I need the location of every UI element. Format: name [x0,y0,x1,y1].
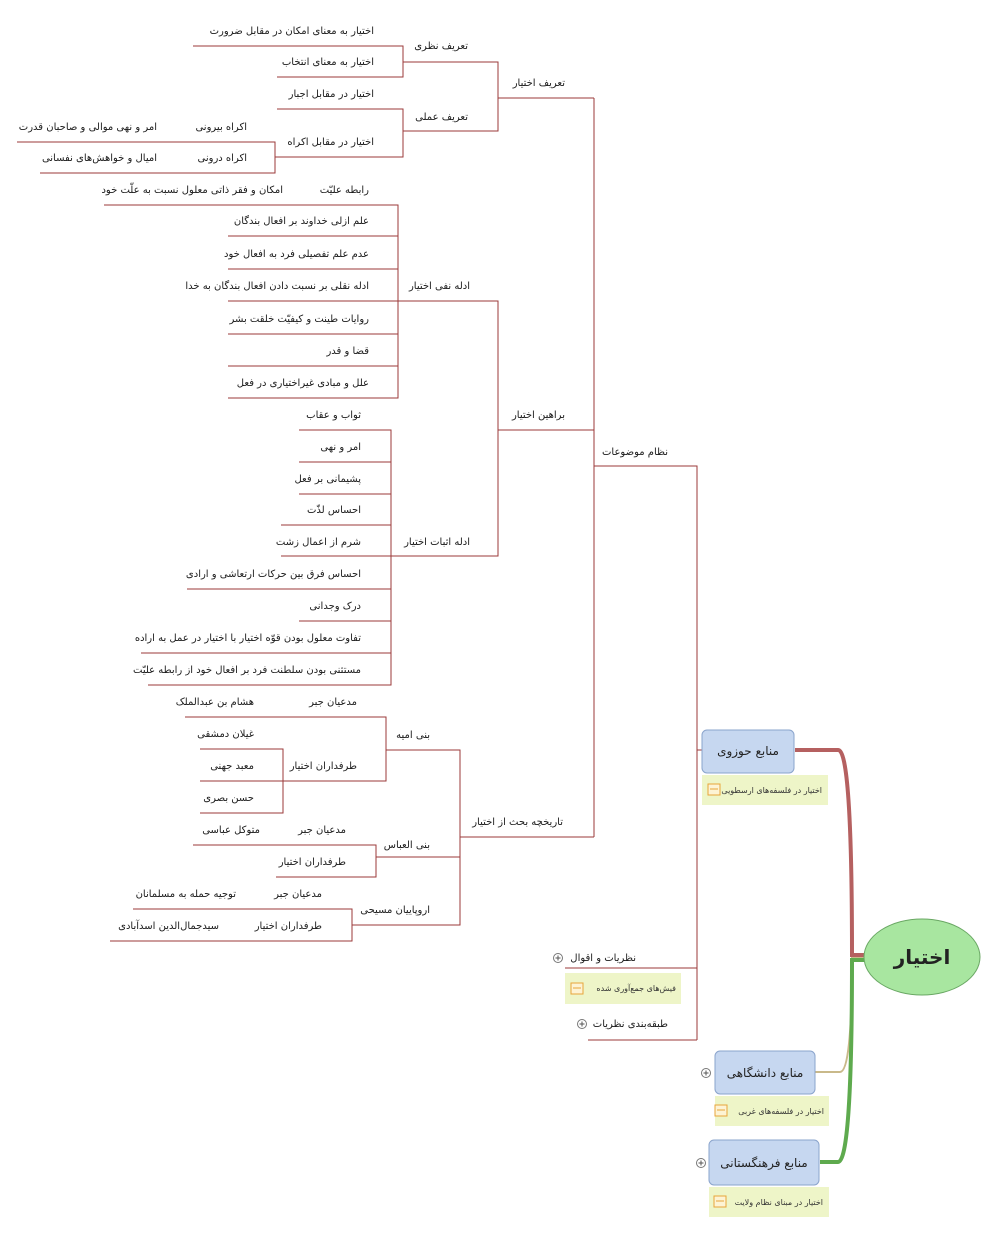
topic-abbas-jabr[interactable]: مدعیان جبر [297,825,346,836]
note-hozavi-label: اختیار در فلسفه‌های ارسطویی [721,786,822,795]
topic-ekrah-birooni[interactable]: اکراه بیرونی [195,122,247,133]
hozavi-to-branches [696,749,702,1040]
main-topic-daneshgahi[interactable]: منابع دانشگاهی [714,1050,816,1095]
root-topic[interactable]: اختیار [863,918,981,996]
leaf-esbat-4[interactable]: احساس لذّت [307,504,361,516]
leaf-nafy-5[interactable]: قضا و قدر [325,346,369,357]
leaf-nafy-3[interactable]: ادله نقلی بر نسبت دادن افعال بندگان به خ… [185,280,369,292]
topic-omayye-jabr[interactable]: مدعیان جبر [308,697,357,708]
topic-adelle-esbat[interactable]: ادله اثبات اختیار [403,537,470,548]
main-topic-hozavi[interactable]: منابع حوزوی [701,729,795,774]
note-daneshgahi-label: اختیار در فلسفه‌های غربی [738,1107,824,1116]
topic-bani-omayye[interactable]: بنی امیه [396,730,430,741]
topic-oroopa-jabr[interactable]: مدعیان جبر [273,889,322,900]
leaf-ejbar[interactable]: اختیار در مقابل اجبار [288,89,374,100]
leaf-esbat-9[interactable]: مستثنی بودن سلطنت فرد بر افعال خود از را… [133,665,361,676]
expand-tabaghe-button[interactable] [577,1019,587,1029]
topic-rabete-elliyat[interactable]: رابطه علیّت [320,185,369,196]
leaf-motavakkel[interactable]: متوکل عباسی [202,825,260,836]
leaf-esbat-7[interactable]: درک وجدانی [309,601,361,612]
expand-daneshgahi-button[interactable] [701,1068,711,1078]
topic-oroopa-ekhtiar[interactable]: طرفداران اختیار [254,921,322,932]
leaf-ekrah-birooni[interactable]: امر و نهی موالی و صاحبان قدرت [19,122,157,133]
leaf-seyyed-jamal[interactable]: سیدجمال‌الدین اسدآبادی [118,919,219,932]
main-topic-hozavi-label: منابع حوزوی [717,744,779,759]
main-topic-farhangestani-label: منابع فرهنگستانی [720,1156,808,1171]
expand-nazariyat-button[interactable] [553,953,563,963]
root-branch-green [820,958,864,1164]
nezam-trunk [593,98,600,837]
topic-bani-abbas[interactable]: بنی العباس [384,840,430,851]
leaf-nafy-1[interactable]: علم ازلی خداوند بر افعال بندگان [234,215,369,227]
leaf-esbat-8[interactable]: تفاوت معلول بودن قوّه اختیار با اختیار د… [135,633,361,644]
leaf-hesham[interactable]: هشام بن عبدالملک [176,697,254,708]
note-icon [707,783,721,796]
topic-ekrah[interactable]: اختیار در مقابل اکراه [287,137,374,148]
branch-nezam-mozooat[interactable]: نظام موضوعات [602,447,668,458]
leaf-nafy-6[interactable]: علل و مبادی غیراختیاری در فعل [237,378,369,389]
note-icon [570,982,584,995]
branch-nazariyat[interactable]: نظریات و اقوال [570,953,636,964]
leaf-hasan[interactable]: حسن بصری [203,793,254,804]
note-hozavi[interactable]: اختیار در فلسفه‌های ارسطویی [702,775,828,805]
topic-adelle-nafy[interactable]: ادله نفی اختیار [408,281,470,292]
topic-abbas-ekhtiar[interactable]: طرفداران اختیار [278,857,346,868]
leaf-mabad[interactable]: معبد جهنی [210,761,254,772]
leaf-nafy-2[interactable]: عدم علم تفصیلی فرد به افعال خود [224,249,369,260]
root-branch-daneshgahi [815,957,864,1073]
main-topic-farhangestani[interactable]: منابع فرهنگستانی [708,1139,820,1186]
root-branch-red [795,748,864,957]
topic-ekrah-darooni[interactable]: اکراه درونی [198,153,247,164]
nafy-trunk [104,204,399,399]
leaf-tarif-nazari-1[interactable]: اختیار به معنای امکان در مقابل ضرورت [210,26,374,37]
note-fishha-label: فیش‌های جمع‌آوری شده [596,983,676,993]
note-icon [714,1104,728,1117]
branch-tabaghe-bandi[interactable]: طبقه‌بندی نظریات [593,1019,668,1030]
leaf-tarif-nazari-2[interactable]: اختیار به معنای انتخاب [282,57,374,68]
leaf-esbat-2[interactable]: امر و نهی [320,442,361,453]
leaf-ghilan[interactable]: غیلان دمشقی [197,729,254,740]
leaf-esbat-6[interactable]: احساس فرق بین حرکات ارتعاشی و ارادی [186,569,361,580]
topic-oroopa[interactable]: اروپاییان مسیحی [360,905,430,916]
topic-omayye-ekhtiar[interactable]: طرفداران اختیار [289,761,357,772]
topic-tarif-nazari[interactable]: تعریف نظری [414,41,468,52]
note-fishha[interactable]: فیش‌های جمع‌آوری شده [565,973,681,1004]
leaf-hamle[interactable]: توجیه حمله به مسلمانان [136,889,237,900]
leaf-ekrah-darooni[interactable]: امیال و خواهش‌های نفسانی [42,153,157,164]
note-icon [713,1195,727,1208]
topic-tarikhche[interactable]: تاریخچه بحث از اختیار [471,817,563,828]
note-daneshgahi[interactable]: اختیار در فلسفه‌های غربی [714,1096,829,1126]
topic-tarif-ekhtiar[interactable]: تعریف اختیار [512,78,566,89]
leaf-esbat-5[interactable]: شرم از اعمال زشت [276,537,361,548]
leaf-esbat-3[interactable]: پشیمانی بر فعل [294,474,361,485]
main-topic-daneshgahi-label: منابع دانشگاهی [727,1066,804,1080]
root-label: اختیار [893,945,951,969]
note-farhangestani-label: اختیار در مبنای نظام ولایت [735,1198,823,1207]
leaf-rabete-elliyat[interactable]: امکان و فقر ذاتی معلول نسبت به علّت خود [101,182,283,196]
connectors [17,45,864,1164]
leaf-esbat-1[interactable]: ثواب و عقاب [306,410,361,421]
note-farhangestani[interactable]: اختیار در مبنای نظام ولایت [709,1187,829,1217]
expand-farhangestani-button[interactable] [696,1158,706,1168]
topic-barahin[interactable]: براهین اختیار [511,410,565,421]
leaf-nafy-4[interactable]: روایات طینت و کیفیّت خلقت بشر [229,314,370,325]
topic-tarif-amali[interactable]: تعریف عملی [415,112,468,123]
esbat-trunk [141,429,392,686]
